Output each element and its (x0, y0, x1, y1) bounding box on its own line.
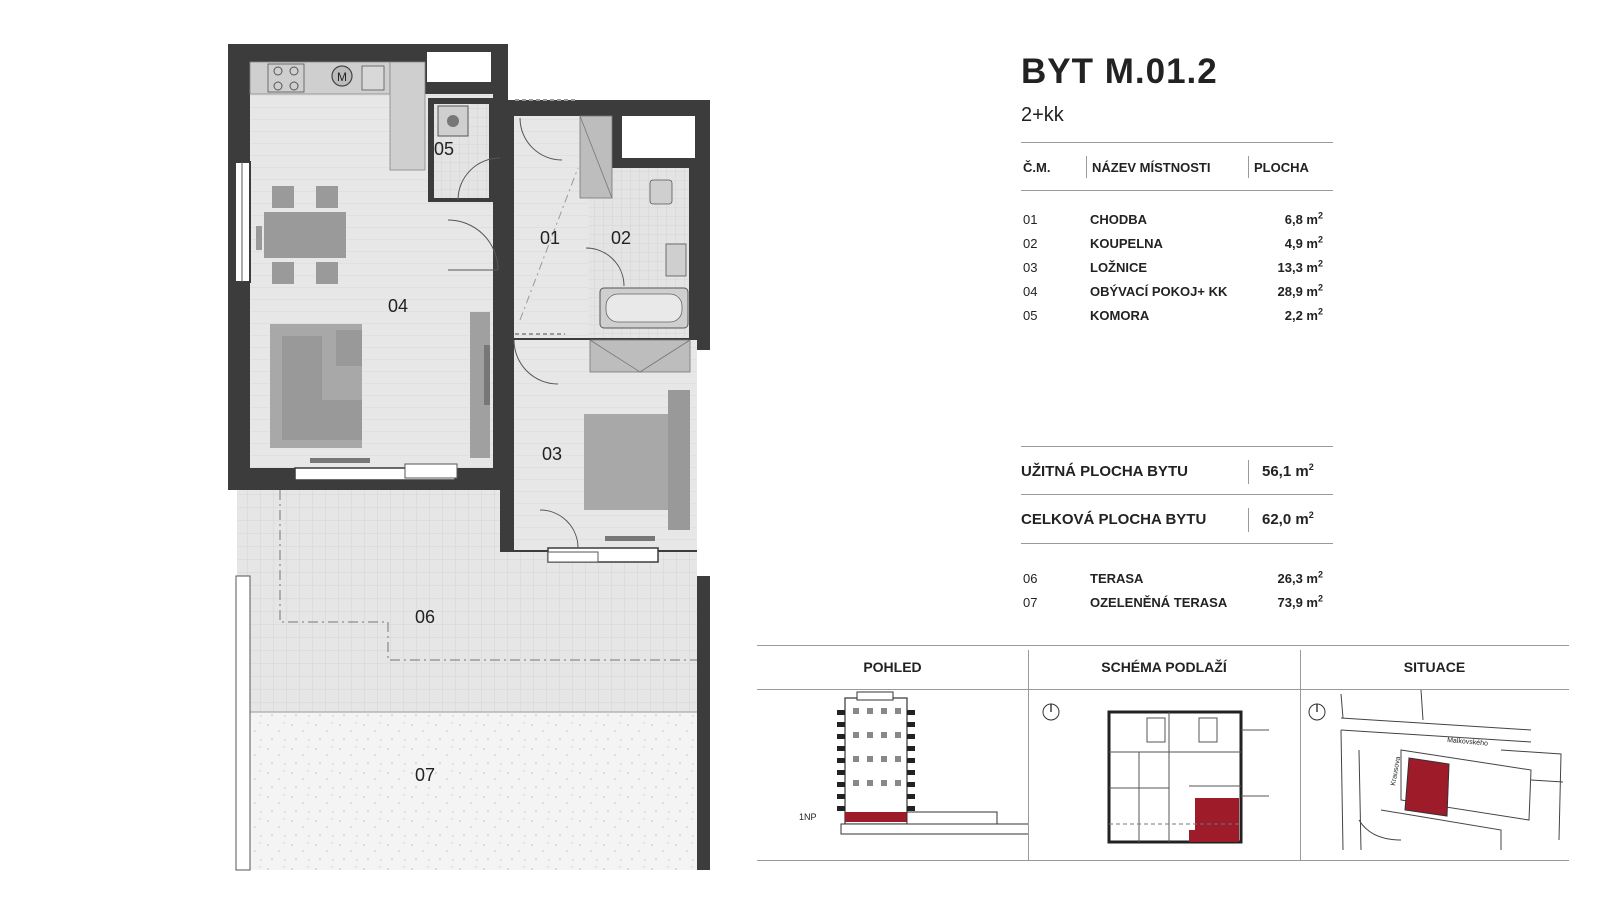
room-number: 07 (1023, 595, 1038, 610)
total-area-value: 62,0 m2 (1262, 510, 1314, 529)
room-area: 2,2 m2 (1284, 306, 1323, 323)
room-name: LOŽNICE (1090, 260, 1148, 275)
room-area: 13,3 m2 (1277, 258, 1324, 275)
usable-area-row: UŽITNÁ PLOCHA BYTU 56,1 m2 (1021, 460, 1321, 486)
usable-area-value: 56,1 m2 (1262, 462, 1314, 481)
room-area: 28,9 m2 (1277, 282, 1324, 299)
room-row-02: 02 KOUPELNA 4,9 m2 (1023, 234, 1323, 256)
room-label-06: 06 (415, 607, 435, 627)
apartment-type: 2+kk (1021, 104, 1064, 126)
room-name: OZELENĚNÁ TERASA (1090, 595, 1228, 610)
room-area: 73,9 m2 (1277, 593, 1324, 610)
usable-area-label: UŽITNÁ PLOCHA BYTU (1021, 463, 1188, 480)
apartment-title: BYT M.01.2 (1021, 52, 1218, 91)
room-name: KOUPELNA (1090, 236, 1163, 251)
room-number: 06 (1023, 571, 1038, 586)
room-number: 05 (1023, 308, 1038, 323)
building-elevation: 1NP (799, 691, 1028, 835)
room-name: TERASA (1090, 571, 1144, 586)
col-header-name: NÁZEV MÍSTNOSTI (1092, 160, 1211, 175)
building-highlight (1404, 757, 1450, 817)
panel-title-view: POHLED (863, 659, 922, 675)
room-row-05: 05 KOMORA 2,2 m2 (1023, 306, 1323, 328)
room-row-01: 01 CHODBA 6,8 m2 (1023, 210, 1323, 232)
room-number: 01 (1023, 212, 1038, 227)
panel-title-site: SITUACE (1403, 659, 1466, 675)
panel-title-scheme: SCHÉMA PODLAŽÍ (1101, 659, 1227, 675)
total-area-row: CELKOVÁ PLOCHA BYTU 62,0 m2 (1021, 508, 1321, 534)
room-label-01: 01 (540, 228, 560, 248)
room-area: 4,9 m2 (1284, 234, 1323, 251)
room-row-03: 03 LOŽNICE 13,3 m2 (1023, 258, 1324, 280)
site-map: Malkovského Krausova (1308, 690, 1564, 851)
street-label-malkovskeho: Malkovského (1447, 737, 1488, 748)
room-label-04: 04 (388, 296, 408, 316)
floor-label: 1NP (799, 812, 817, 822)
room-name: KOMORA (1090, 308, 1150, 323)
room-label-02: 02 (611, 228, 631, 248)
room-label-07: 07 (415, 765, 435, 785)
room-label-03: 03 (542, 444, 562, 464)
col-header-number: Č.M. (1023, 160, 1051, 175)
street-label-krausova: Krausova (1390, 756, 1402, 786)
col-header-area: PLOCHA (1254, 160, 1309, 175)
total-area-label: CELKOVÁ PLOCHA BYTU (1021, 511, 1207, 528)
room-name: OBÝVACÍ POKOJ+ KK (1090, 284, 1228, 299)
room-name: CHODBA (1090, 212, 1148, 227)
floor-scheme (1042, 703, 1269, 844)
room-number: 03 (1023, 260, 1038, 275)
green-terrace-07 (250, 712, 697, 870)
microwave-label: M (337, 70, 347, 84)
room-number: 04 (1023, 284, 1038, 299)
outdoor-row-07: 07 OZELENĚNÁ TERASA 73,9 m2 (1023, 593, 1324, 615)
room-area: 6,8 m2 (1284, 210, 1323, 227)
room-area: 26,3 m2 (1277, 569, 1324, 586)
room-number: 02 (1023, 236, 1038, 251)
room-row-04: 04 OBÝVACÍ POKOJ+ KK 28,9 m2 (1023, 282, 1324, 304)
outdoor-row-06: 06 TERASA 26,3 m2 (1023, 569, 1324, 591)
room-label-05: 05 (434, 139, 454, 159)
